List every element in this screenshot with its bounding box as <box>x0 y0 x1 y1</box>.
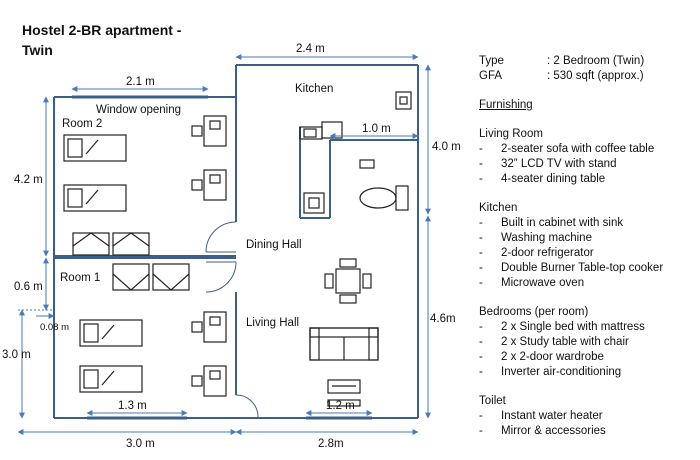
dim-bottom-right: 2.8m <box>318 438 344 450</box>
bed-icon <box>79 319 143 347</box>
sink-icon <box>299 126 323 140</box>
room-label-kitchen: Kitchen <box>295 83 333 95</box>
list-item: -2 x 2-door wardrobe <box>479 351 604 363</box>
appliance-icon <box>395 91 412 110</box>
list-item: -2 x Study table with chair <box>479 336 629 348</box>
bed-icon <box>63 134 127 162</box>
windows <box>72 95 372 420</box>
doors <box>205 221 259 419</box>
dim-room2-height: 4.2 m <box>14 174 43 186</box>
list-item: -4-seater dining table <box>479 173 606 185</box>
section-title: Kitchen <box>479 202 518 214</box>
coffee-table-icon <box>327 379 361 394</box>
wardrobe-icon <box>72 232 110 256</box>
wardrobe-icon <box>112 232 150 256</box>
toilet-icon <box>359 159 409 211</box>
room-label-living: Living Hall <box>246 317 299 329</box>
section-living-room: Living Room -2-seater sofa with coffee t… <box>479 127 694 187</box>
list-item: -2 x Single bed with mattress <box>479 321 645 333</box>
dim-bottom-left: 3.0 m <box>126 438 155 450</box>
section-title: Living Room <box>479 128 543 140</box>
dim-small-offset: 0.08 m <box>40 322 69 333</box>
list-item: -Double Burner Table-top cooker <box>479 262 664 274</box>
section-title: Toilet <box>479 395 506 407</box>
dim-living-window: 1.2 m <box>326 400 355 412</box>
spec-row-type: Type : 2 Bedroom (Twin) <box>479 54 694 69</box>
dim-room1-height: 3.0 m <box>2 349 31 361</box>
room-label-room1: Room 1 <box>60 272 100 284</box>
floor-plan: Kitchen Room 2 Room 1 Dining Hall Living… <box>2 43 461 450</box>
dim-top-kitchen: 2.4 m <box>296 43 325 55</box>
plan-title: Hostel 2-BR apartment - Twin <box>22 20 262 60</box>
section-toilet: Toilet -Instant water heater -Mirror & a… <box>479 394 694 439</box>
spec-value: : 530 sqft (approx.) <box>547 70 644 82</box>
list-item: -Washing machine <box>479 232 592 244</box>
list-item: -2-door refrigerator <box>479 247 594 259</box>
dim-gap-height: 0.6 m <box>14 281 43 293</box>
window-opening-label: Window opening <box>96 104 181 116</box>
bed-icon <box>79 365 143 393</box>
dimensions <box>17 54 431 435</box>
dim-kitchen-height: 4.0 m <box>432 141 461 153</box>
room-label-room2: Room 2 <box>62 118 102 130</box>
list-item: -Built in cabinet with sink <box>479 217 624 229</box>
cabinet-sink-icon <box>303 192 325 214</box>
spec-value: : 2 Bedroom (Twin) <box>547 55 645 67</box>
study-desk-icon <box>191 365 227 397</box>
room-label-dining: Dining Hall <box>246 239 302 251</box>
list-item: -Inverter air-conditioning <box>479 366 622 378</box>
furnishing-heading: Furnishing <box>479 99 533 111</box>
dim-toilet-width: 1.0 m <box>362 123 391 135</box>
list-item: -Mirror & accessories <box>479 425 606 437</box>
specs-panel: Type : 2 Bedroom (Twin) GFA : 530 sqft (… <box>479 54 694 439</box>
list-item: -Microwave oven <box>479 277 585 289</box>
study-desk-icon <box>191 169 227 201</box>
spec-key: Type <box>479 55 504 67</box>
section-kitchen: Kitchen -Built in cabinet with sink -Was… <box>479 201 694 291</box>
plan-title-line2: Twin <box>22 42 53 58</box>
dimension-labels: 2.4 m 2.1 m 1.0 m 4.0 m 4.2 m 0.6 m 3.0 … <box>2 43 461 450</box>
list-item: -32” LCD TV with stand <box>479 158 617 170</box>
tv-icon <box>327 399 361 407</box>
study-desk-icon <box>191 311 227 343</box>
dim-room1-window: 1.3 m <box>118 400 147 412</box>
list-item: -2-seater sofa with coffee table <box>479 143 655 155</box>
section-bedrooms: Bedrooms (per room) -2 x Single bed with… <box>479 305 694 380</box>
room-labels: Kitchen Room 2 Room 1 Dining Hall Living… <box>60 83 333 329</box>
dim-living-height: 4.6m <box>430 313 456 325</box>
section-title: Bedrooms (per room) <box>479 306 589 318</box>
plan-title-line1: Hostel 2-BR apartment - <box>22 22 182 38</box>
bed-icon <box>63 184 127 212</box>
spec-key: GFA <box>479 70 503 82</box>
spec-row-gfa: GFA : 530 sqft (approx.) <box>479 69 694 84</box>
dim-window-width: 2.1 m <box>126 76 155 88</box>
dining-table-icon <box>324 258 372 304</box>
wardrobe-icon <box>112 263 150 291</box>
wardrobe-icon <box>152 263 190 291</box>
list-item: -Instant water heater <box>479 410 603 422</box>
study-desk-icon <box>191 115 227 147</box>
sofa-icon <box>309 327 379 361</box>
